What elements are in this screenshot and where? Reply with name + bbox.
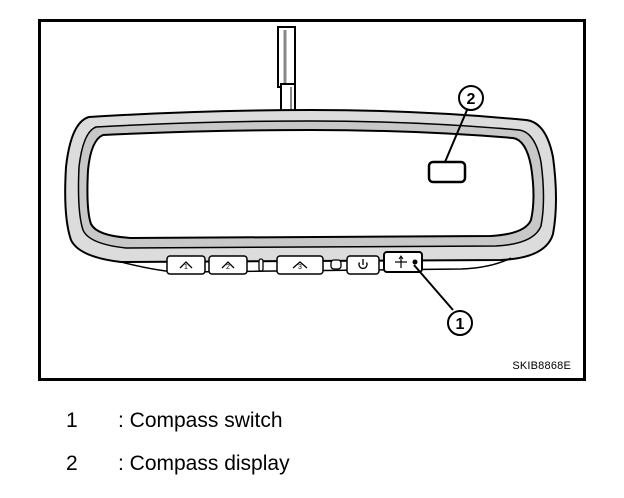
- legend-number: 1: [66, 409, 78, 432]
- svg-text:2: 2: [467, 91, 476, 108]
- homelink-3-icon: 3: [292, 261, 308, 271]
- compass-switch[interactable]: [383, 251, 423, 273]
- mirror-illustration: 1 2 3: [64, 26, 557, 336]
- mirror-housing: [64, 108, 557, 273]
- compass-icon: [395, 255, 407, 268]
- compass-display: [427, 160, 467, 184]
- callout-2-leader: [444, 109, 468, 163]
- light-sensor: [330, 259, 342, 270]
- legend-text: : Compass display: [118, 452, 290, 475]
- svg-text:3: 3: [298, 264, 302, 271]
- callout-2: 2: [458, 85, 484, 111]
- power-button[interactable]: [346, 255, 380, 275]
- homelink-1-button[interactable]: 1: [166, 255, 206, 275]
- callout-1: 1: [447, 310, 473, 336]
- svg-text:2: 2: [226, 264, 230, 271]
- figure-id: SKIB8868E: [512, 360, 571, 372]
- svg-text:1: 1: [184, 264, 188, 271]
- homelink-1-icon: 1: [179, 261, 193, 271]
- homelink-2-button[interactable]: 2: [208, 255, 248, 275]
- diagram-frame: 1 2 3: [38, 19, 586, 381]
- legend-text: : Compass switch: [118, 409, 283, 432]
- indicator-led: [258, 258, 264, 272]
- legend-number: 2: [66, 452, 78, 475]
- callout-1-leader: [413, 264, 454, 311]
- homelink-2-icon: 2: [221, 261, 235, 271]
- compass-switch-dot: [412, 259, 418, 265]
- button-row: 1 2 3: [166, 251, 423, 275]
- power-icon: [358, 259, 368, 270]
- homelink-3-button[interactable]: 3: [276, 255, 324, 275]
- svg-text:1: 1: [456, 316, 465, 333]
